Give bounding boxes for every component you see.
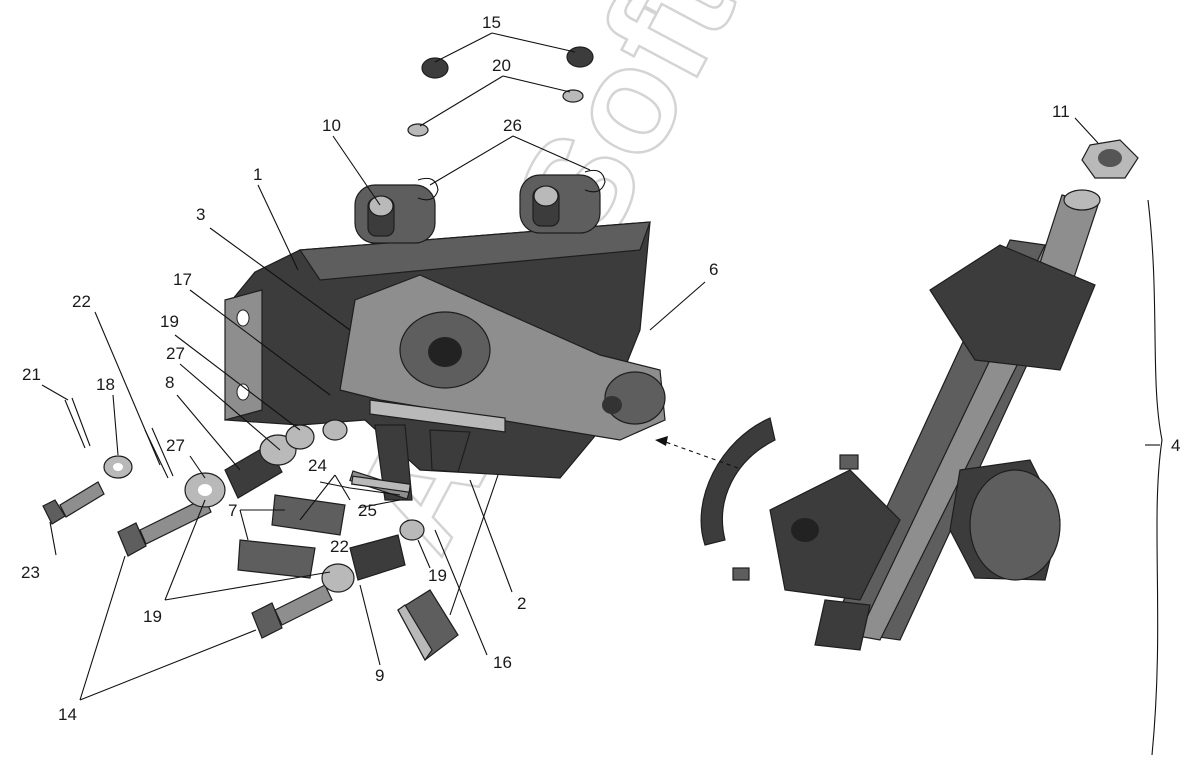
callout-17: 17 <box>173 270 192 289</box>
loose-hardware <box>42 397 425 639</box>
callout-11: 11 <box>1052 102 1070 121</box>
washer-upper-c <box>322 419 348 441</box>
lever-end-boss <box>604 371 666 425</box>
hook-bracket <box>700 417 776 546</box>
lever-bore <box>428 337 462 367</box>
callout-27-upper: 27 <box>166 344 185 363</box>
callout-10: 10 <box>322 116 341 135</box>
lever-plate <box>339 274 666 441</box>
spring-7-upper <box>271 494 346 536</box>
bolt-14-upper <box>117 497 212 557</box>
callout-16: 16 <box>493 653 512 672</box>
return-spring <box>449 474 499 616</box>
callout-27-lower: 27 <box>166 436 185 455</box>
shaft-end <box>1063 189 1101 211</box>
callout-19-lower: 19 <box>143 607 162 626</box>
callout-15: 15 <box>482 13 501 32</box>
callout-18: 18 <box>96 375 115 394</box>
callout-7: 7 <box>228 501 237 520</box>
callout-21: 21 <box>22 365 41 384</box>
bracket-hole <box>236 383 250 401</box>
column-clamp-ring <box>969 469 1061 581</box>
callout-labels: 15 20 10 26 11 1 3 6 17 22 19 27 21 8 18… <box>21 13 1180 724</box>
leader-lines <box>41 32 1160 701</box>
pin-24 <box>351 475 411 493</box>
cross-shaft <box>369 399 506 433</box>
washer-19-lower <box>399 519 425 541</box>
nut-15-left <box>421 57 449 79</box>
bolt-14-lower <box>251 584 333 639</box>
callout-8: 8 <box>165 373 174 392</box>
callout-25: 25 <box>358 501 377 520</box>
nut-15-right <box>566 46 594 68</box>
callout-2: 2 <box>517 594 526 613</box>
callout-4: 4 <box>1171 436 1180 455</box>
clevis-left <box>354 184 436 244</box>
washer-19-upper-b <box>285 424 315 450</box>
washer-20-left <box>407 123 429 137</box>
group-bracket-4 <box>1147 199 1163 756</box>
callout-3: 3 <box>196 205 205 224</box>
callout-24: 24 <box>308 456 327 475</box>
column-mount-plate <box>929 244 1096 371</box>
lever-end-hole <box>602 396 622 414</box>
bracket-hole <box>236 309 250 327</box>
small-key-2 <box>732 567 750 581</box>
bushing-9 <box>349 534 406 581</box>
callout-6: 6 <box>709 260 718 279</box>
pedal-bracket-assembly <box>224 169 666 662</box>
callout-19-upper: 19 <box>160 312 179 331</box>
cotter-pin-left <box>417 177 439 201</box>
assembly-arrow <box>659 439 739 469</box>
assembly-arrowhead <box>655 436 668 446</box>
column-lower-bracket <box>769 469 901 601</box>
callout-20: 20 <box>492 56 511 75</box>
callout-26: 26 <box>503 116 522 135</box>
washer-20-right <box>562 89 584 103</box>
clevis-right <box>519 174 601 234</box>
callout-23: 23 <box>21 563 40 582</box>
pedal-arm-2 <box>429 429 471 473</box>
column-bottom-end <box>814 599 871 651</box>
pedal-pad-face <box>397 604 433 662</box>
callout-9: 9 <box>375 666 384 685</box>
washer-9 <box>321 563 355 593</box>
bracket-bore <box>791 518 819 542</box>
callout-22-lower: 22 <box>330 537 349 556</box>
callout-22-upper: 22 <box>72 292 91 311</box>
cotter-pin-21 <box>64 397 91 449</box>
callout-1: 1 <box>253 165 262 184</box>
callout-14: 14 <box>58 705 77 724</box>
cotter-pin-right <box>584 169 606 193</box>
callout-19-right: 19 <box>428 566 447 585</box>
small-key <box>839 454 859 470</box>
steering-column <box>700 139 1139 651</box>
spring-7-lower <box>237 539 316 579</box>
bolt-23 <box>42 481 105 525</box>
bracket-side-plate <box>224 289 263 421</box>
